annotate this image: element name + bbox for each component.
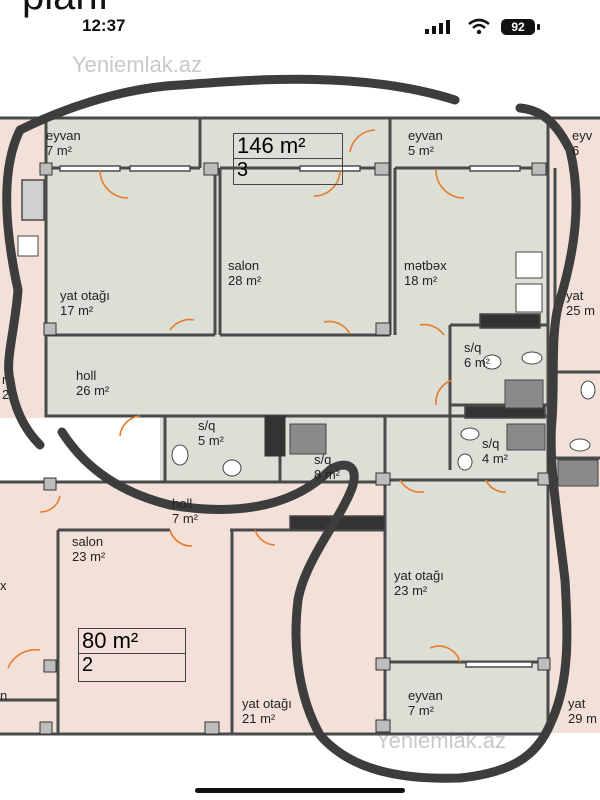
status-bar: planı 12:37 92 [0,0,600,52]
columns [39,162,551,735]
marker-outline [2,74,581,783]
home-indicator[interactable] [195,788,405,793]
wifi-icon [468,18,490,34]
apartment-146-area-box: 146 m² 3 [233,133,343,185]
apartment-area: 80 m² [79,629,185,654]
apartment-area: 146 m² [234,134,342,159]
cellular-signal-icon [425,20,450,34]
room-label-edge: x [0,578,7,593]
door-arcs [7,129,507,669]
status-clock: 12:37 [82,16,126,35]
page-title-partial: planı [22,0,109,19]
room-label-edge: n [0,688,8,703]
battery-icon: 92 [501,19,535,35]
battery-level: 92 [511,20,525,34]
apartment-rooms: 3 [237,159,249,181]
watermark: Yeniemlak.az [72,52,203,77]
apartment-rooms: 2 [82,654,94,676]
apartment-80-area-box: 80 m² 2 [78,628,186,682]
bathroom-fixtures [17,235,599,487]
